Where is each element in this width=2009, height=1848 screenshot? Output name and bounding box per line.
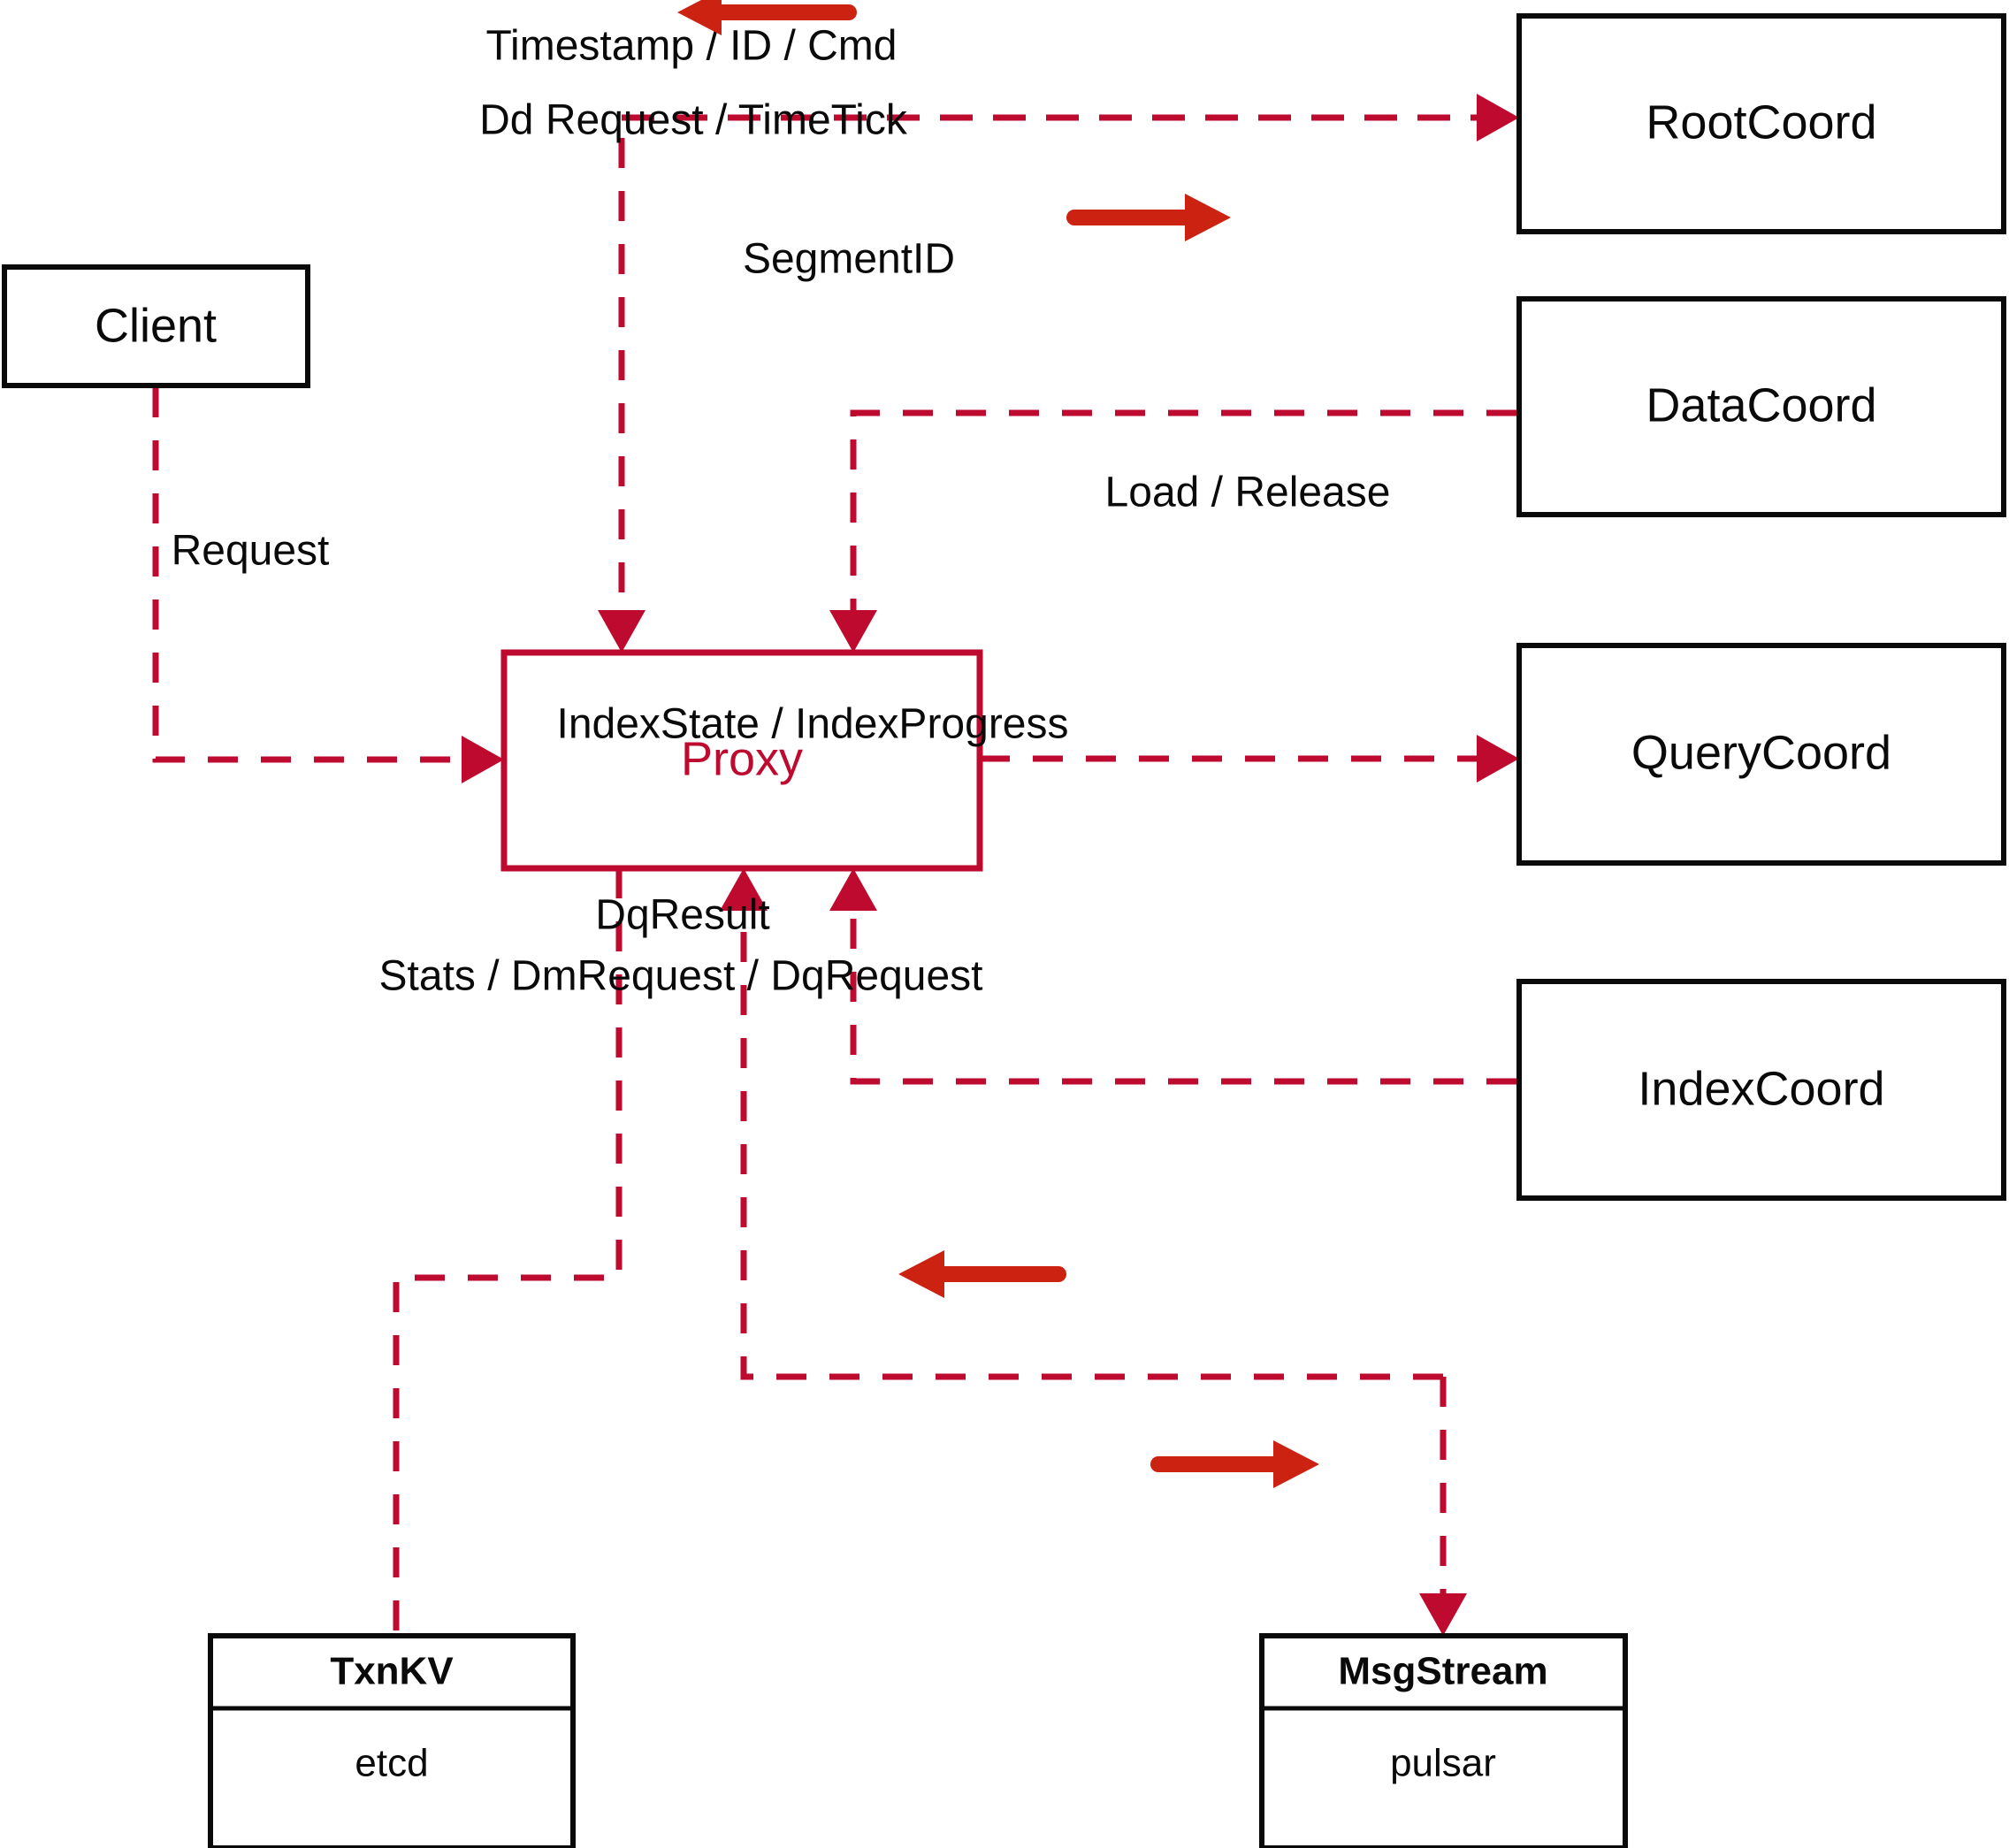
edge-rootcoord-to-proxy [598, 114, 1503, 653]
timestamp-dir-arrow-icon [677, 0, 857, 35]
arrow-head [1185, 194, 1231, 241]
arrowhead-icon [1477, 735, 1519, 783]
node-rootcoord[interactable]: RootCoord [1516, 13, 2006, 234]
edge-label-dd-request-timetick: Dd Request / TimeTick [479, 97, 908, 144]
node-label: IndexCoord [1638, 1062, 1884, 1115]
node-box [1516, 979, 2006, 1201]
node-label: Proxy [681, 732, 803, 785]
edge-msgstream-to-proxy [720, 868, 1443, 1380]
edge-line [152, 387, 481, 763]
node-box [500, 649, 983, 872]
edge-label-load-release: Load / Release [1105, 470, 1391, 516]
node-box [1516, 13, 2006, 234]
arrowhead-icon [1477, 94, 1519, 141]
dqrequest-dir-arrow-icon [1150, 1440, 1319, 1488]
node-label: Client [95, 299, 217, 352]
edge-label-timestamp-id-cmd: Timestamp / ID / Cmd [486, 23, 898, 70]
node-subtitle: pulsar [1390, 1742, 1496, 1785]
node-box [1516, 643, 2006, 866]
node-txnkv[interactable]: TxnKV etcd [208, 1633, 576, 1848]
arrowhead-icon [598, 610, 645, 653]
arrow-head [1273, 1440, 1319, 1488]
edge-client-to-proxy [152, 387, 504, 783]
dqresult-dir-arrow-icon [898, 1250, 1066, 1298]
node-client[interactable]: Client [2, 264, 310, 388]
edge-proxy-to-txnkv [393, 868, 623, 1636]
edge-line [850, 409, 1516, 630]
arrowhead-icon [462, 736, 504, 783]
arrowhead-icon [720, 868, 768, 911]
edge-proxy-to-rootcoord [622, 94, 1519, 141]
node-datacoord[interactable]: DataCoord [1516, 296, 2006, 517]
node-indexcoord[interactable]: IndexCoord [1516, 979, 2006, 1201]
node-msgstream[interactable]: MsgStream pulsar [1259, 1633, 1628, 1848]
node-title: MsgStream [1338, 1650, 1547, 1693]
node-proxy[interactable]: Proxy [500, 649, 983, 872]
edge-line [393, 868, 623, 1636]
edge-label-indexstate-indexprogress: IndexState / IndexProgress [557, 701, 1069, 748]
edge-label-segmentid: SegmentID [743, 236, 955, 283]
node-label: RootCoord [1646, 95, 1876, 149]
edge-indexcoord-to-proxy [829, 868, 1516, 1085]
edge-label-dqresult: DqResult [595, 892, 769, 939]
node-querycoord[interactable]: QueryCoord [1516, 643, 2006, 866]
node-label: DataCoord [1646, 378, 1876, 431]
node-box [1516, 296, 2006, 517]
node-box [2, 264, 310, 388]
edge-proxy-to-querycoord [980, 735, 1519, 783]
node-title: TxnKV [330, 1650, 454, 1693]
arrowhead-icon [829, 610, 877, 653]
node-box [208, 1633, 576, 1848]
arrowhead-icon [829, 868, 877, 911]
node-subtitle: etcd [355, 1742, 428, 1785]
node-box [1259, 1633, 1628, 1848]
edge-line [618, 114, 1503, 630]
edge-line [740, 891, 1443, 1380]
arrow-head [898, 1250, 944, 1298]
ddrequest-dir-arrow-icon [1066, 194, 1231, 241]
arrowhead-icon [1419, 1593, 1467, 1636]
edge-label-request: Request [172, 528, 330, 575]
node-label: QueryCoord [1631, 726, 1891, 779]
arrow-head [677, 0, 722, 35]
edge-line [850, 891, 1516, 1085]
edge-label-stats-dmrequest-dqrequest: Stats / DmRequest / DqRequest [379, 953, 983, 1000]
edge-proxy-to-msgstream [1419, 1377, 1467, 1636]
edge-datacoord-to-proxy [829, 409, 1516, 653]
